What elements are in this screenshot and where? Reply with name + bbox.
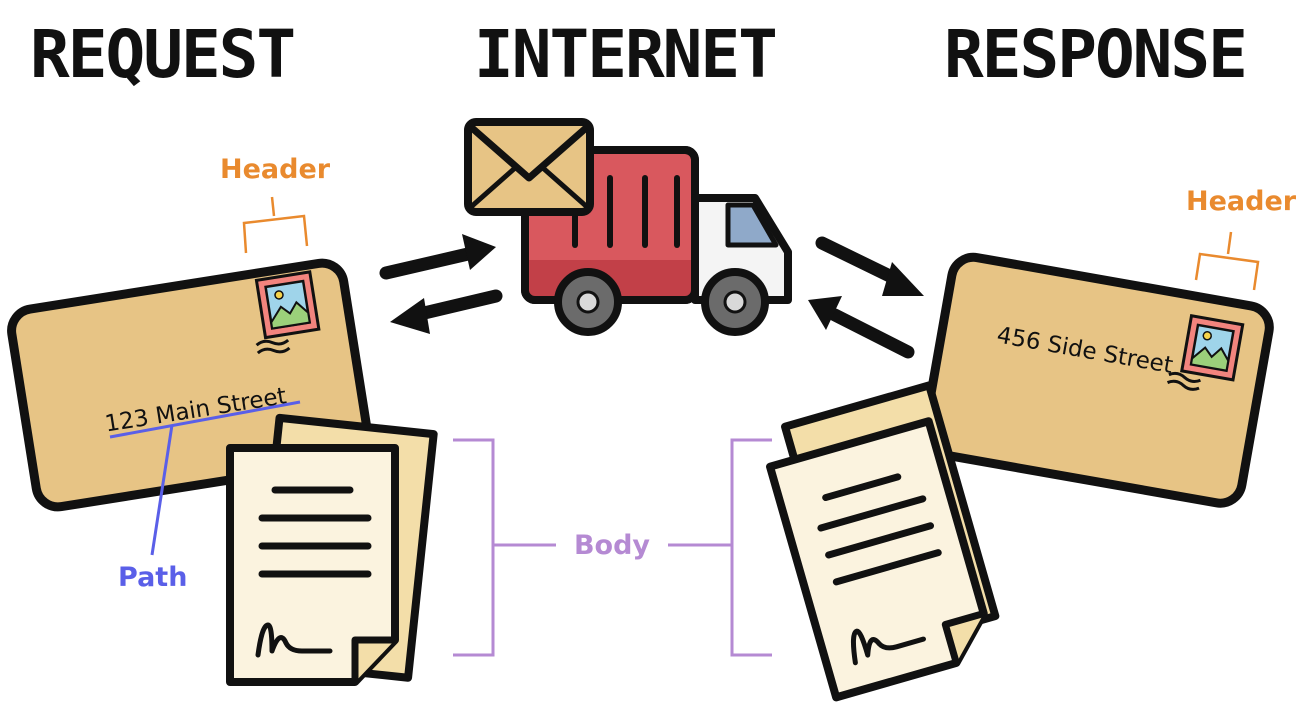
internet-to-request-arrow <box>390 289 503 334</box>
postmark-lines <box>1166 371 1201 391</box>
body-label: Body <box>574 530 650 561</box>
envelope-icon <box>464 118 594 216</box>
document-icon <box>766 417 988 702</box>
internet-to-response-arrow <box>815 236 924 296</box>
request-to-internet-arrow <box>379 234 496 280</box>
body-bracket-left <box>453 438 556 657</box>
request-title: REQUEST <box>30 16 296 93</box>
response-envelope: 456 Side Street <box>919 252 1274 508</box>
document-icon <box>226 444 399 686</box>
response-header-bracket <box>1194 231 1260 291</box>
internet-title: INTERNET <box>474 16 778 93</box>
response-documents <box>766 381 1000 702</box>
postage-stamp-icon <box>1180 313 1245 382</box>
response-title: RESPONSE <box>944 16 1248 93</box>
response-header-label: Header <box>1186 186 1297 217</box>
postmark-lines <box>255 338 291 355</box>
postage-stamp-icon <box>254 270 321 340</box>
request-documents <box>226 413 438 686</box>
path-label: Path <box>118 562 187 593</box>
request-header-bracket <box>242 196 309 254</box>
response-to-internet-arrow <box>808 296 915 359</box>
path-pointer <box>109 400 301 556</box>
request-header-label: Header <box>220 154 331 185</box>
body-bracket-right <box>668 438 772 657</box>
